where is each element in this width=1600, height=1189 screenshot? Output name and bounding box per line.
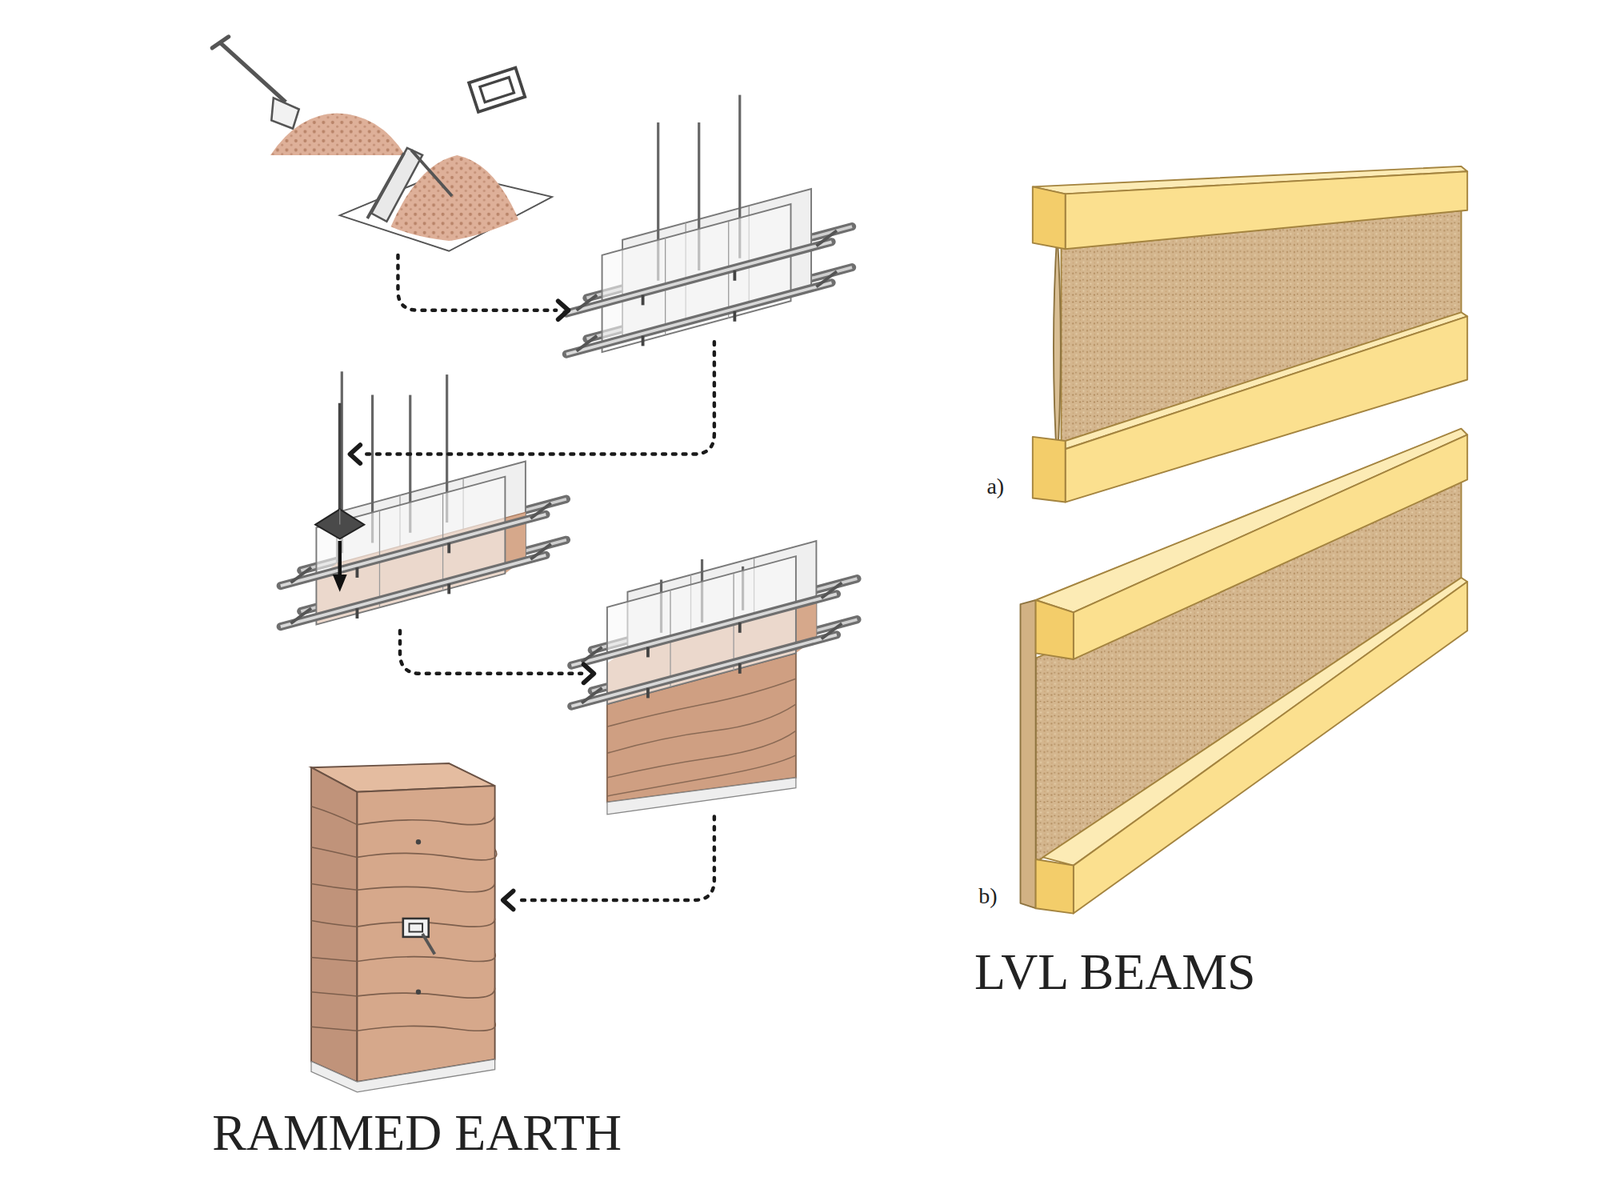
soil-preparation bbox=[270, 113, 405, 156]
formwork-empty bbox=[566, 204, 837, 354]
finished-wall bbox=[356, 816, 495, 824]
finished-wall bbox=[311, 884, 357, 891]
part-letter: a) bbox=[986, 476, 1004, 499]
flow-arrow bbox=[584, 664, 595, 683]
finished-wall bbox=[311, 1059, 496, 1092]
soil-preparation bbox=[220, 43, 287, 103]
flow-arrow bbox=[362, 341, 715, 454]
tamper bbox=[315, 508, 364, 539]
lvl-beam-b bbox=[1020, 600, 1036, 908]
lvl-beam-a bbox=[1032, 436, 1066, 503]
lvl-beam-b bbox=[1036, 859, 1074, 914]
tamper bbox=[339, 508, 340, 524]
soil-preparation bbox=[212, 36, 228, 48]
finished-wall bbox=[356, 952, 496, 961]
flow-arrow bbox=[503, 891, 514, 910]
finished-wall bbox=[408, 923, 423, 932]
finished-wall bbox=[311, 767, 357, 1082]
formwork-ramming bbox=[280, 476, 552, 627]
finished-wall bbox=[416, 839, 421, 844]
section-title: LVL BEAMS bbox=[974, 945, 1256, 997]
soil-preparation bbox=[468, 68, 525, 112]
formwork-raised bbox=[607, 704, 796, 753]
flow-arrow bbox=[349, 444, 360, 464]
formwork-raised bbox=[607, 755, 796, 796]
section-title: RAMMED EARTH bbox=[212, 1106, 622, 1158]
finished-wall bbox=[356, 884, 495, 892]
tamper bbox=[315, 403, 364, 592]
finished-wall bbox=[416, 989, 421, 995]
lvl-beam-b bbox=[1036, 428, 1468, 613]
finished-wall bbox=[403, 918, 429, 937]
formwork-raised bbox=[571, 540, 857, 707]
formwork-ramming bbox=[280, 371, 567, 627]
soil-preparation bbox=[411, 149, 452, 196]
flow-arrow bbox=[349, 255, 714, 910]
finished-wall bbox=[356, 848, 496, 860]
finished-wall bbox=[311, 956, 357, 961]
soil-preparation bbox=[371, 148, 423, 222]
finished-wall bbox=[356, 1022, 496, 1031]
lvl-beam-a bbox=[1065, 171, 1468, 249]
finished-wall bbox=[422, 933, 435, 955]
finished-wall bbox=[356, 785, 495, 1082]
lvl-beam-a bbox=[1053, 232, 1061, 465]
soil-preparation bbox=[480, 77, 515, 103]
flow-arrow bbox=[558, 300, 569, 320]
finished-wall bbox=[311, 847, 357, 858]
lvl-beam-a bbox=[1032, 186, 1066, 249]
flow-arrow bbox=[400, 630, 582, 674]
flow-arrow bbox=[515, 816, 715, 900]
formwork-raised bbox=[607, 777, 796, 815]
finished-wall bbox=[311, 763, 497, 1092]
lvl-beam-b bbox=[1043, 577, 1468, 866]
soil-preparation bbox=[212, 36, 552, 252]
formwork-empty bbox=[566, 95, 852, 355]
finished-wall bbox=[311, 992, 357, 996]
tamper bbox=[338, 540, 342, 577]
formwork-raised bbox=[607, 730, 796, 778]
soil-preparation bbox=[271, 97, 299, 128]
flow-arrow bbox=[397, 255, 556, 311]
soil-preparation bbox=[468, 68, 525, 112]
tamper bbox=[338, 403, 342, 514]
lvl-beam-b bbox=[1036, 600, 1074, 660]
finished-wall bbox=[356, 988, 495, 999]
formwork-raised bbox=[571, 556, 842, 706]
tamper bbox=[332, 574, 348, 592]
soil-preparation bbox=[367, 152, 404, 219]
finished-wall bbox=[311, 920, 357, 928]
finished-wall bbox=[311, 806, 357, 825]
formwork-raised bbox=[571, 540, 857, 815]
part-letter: b) bbox=[978, 884, 997, 908]
lvl-beam-b bbox=[1073, 581, 1468, 914]
lvl-beam-b bbox=[1020, 428, 1468, 914]
finished-wall bbox=[311, 1026, 357, 1031]
